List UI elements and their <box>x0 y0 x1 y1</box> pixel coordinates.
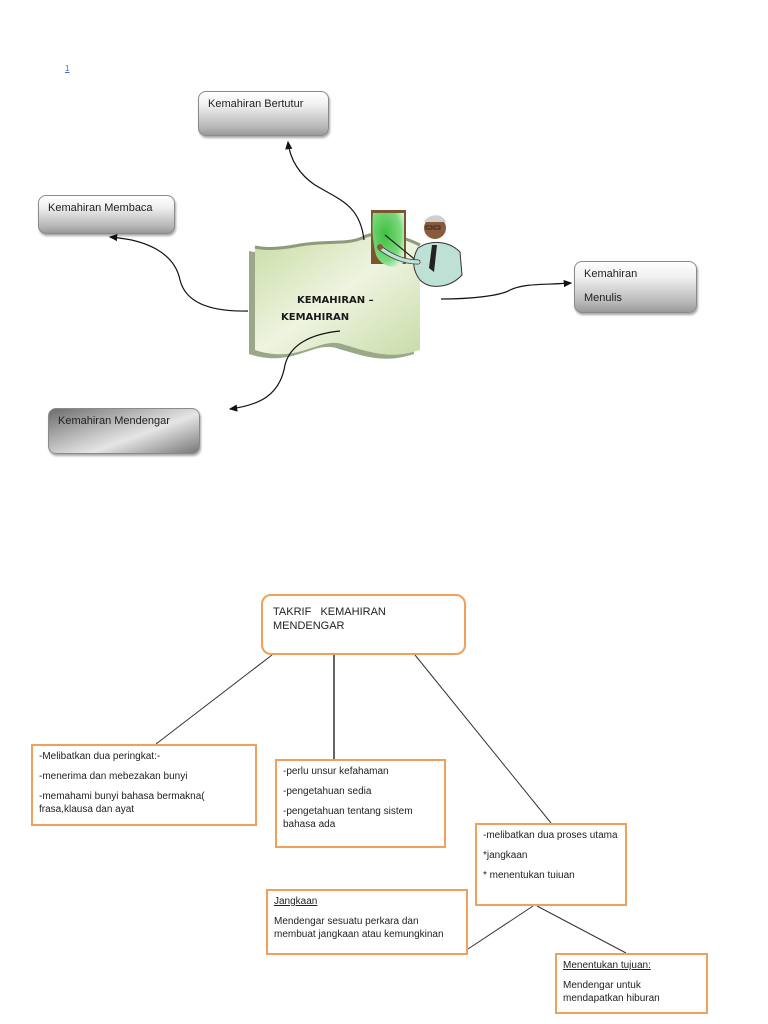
arrow-to-menulis <box>440 279 573 300</box>
skill-label: Kemahiran Mendengar <box>58 415 170 427</box>
teacher-clipart-icon <box>371 210 463 287</box>
skill-label-line1: Kemahiran <box>584 268 638 280</box>
center-title-line2: KEMAHIRAN <box>281 312 350 323</box>
skill-label: Kemahiran Bertutur <box>208 98 304 110</box>
box-text: * menentukan tuiuan <box>483 870 575 881</box>
box-text: -menerima dan mebezakan bunyi <box>39 771 188 782</box>
root-title-line1: TAKRIF KEMAHIRAN <box>273 606 386 618</box>
center-scroll-title: KEMAHIRAN – KEMAHIRAN <box>281 292 374 326</box>
box-text: -pengetahuan tentang sistem bahasa ada <box>283 806 413 830</box>
box-peringkat[interactable]: -Melibatkan dua peringkat:- -menerima da… <box>31 744 257 826</box>
box-heading: Menentukan tujuan: <box>563 960 651 971</box>
skill-box-mendengar[interactable]: Kemahiran Mendengar <box>48 408 200 454</box>
root-box-takrif[interactable]: TAKRIF KEMAHIRAN MENDENGAR <box>261 594 466 655</box>
line-root-left <box>155 654 273 745</box>
box-text: Mendengar untuk mendapatkan hiburan <box>563 980 660 1004</box>
arrow-to-mendengar <box>228 330 341 412</box>
footnote-reference[interactable]: 1 <box>65 64 70 73</box>
line-right-jangkaan <box>467 905 534 950</box>
box-text: Mendengar sesuatu perkara dan membuat ja… <box>274 916 444 940</box>
box-text: *jangkaan <box>483 850 528 861</box>
skill-box-membaca[interactable]: Kemahiran Membaca <box>38 195 175 234</box>
skill-label-line2: Menulis <box>584 292 622 304</box>
box-heading: Jangkaan <box>274 896 318 907</box>
box-text: -pengetahuan sedia <box>283 786 372 797</box>
box-jangkaan[interactable]: Jangkaan Mendengar sesuatu perkara dan m… <box>266 889 468 955</box>
skill-box-bertutur[interactable]: Kemahiran Bertutur <box>198 91 329 136</box>
box-kefahaman[interactable]: -perlu unsur kefahaman -pengetahuan sedi… <box>275 759 446 848</box>
center-title-line1: KEMAHIRAN – <box>297 295 374 306</box>
box-text: -Melibatkan dua peringkat:- <box>39 751 161 762</box>
box-text: -perlu unsur kefahaman <box>283 766 389 777</box>
skill-label: Kemahiran Membaca <box>48 202 153 214</box>
box-menentukan-tujuan[interactable]: Menentukan tujuan: Mendengar untuk menda… <box>555 953 708 1014</box>
skill-box-menulis[interactable]: Kemahiran Menulis <box>574 261 697 313</box>
box-text: -memahami bunyi bahasa bermakna( frasa,k… <box>39 791 205 815</box>
line-right-tujuan <box>536 905 627 954</box>
box-proses[interactable]: -melibatkan dua proses utama *jangkaan *… <box>475 823 627 906</box>
arrow-to-membaca <box>108 233 249 312</box>
arrow-to-bertutur <box>285 140 365 241</box>
box-text: -melibatkan dua proses utama <box>483 830 618 841</box>
root-title-line2: MENDENGAR <box>273 620 345 632</box>
